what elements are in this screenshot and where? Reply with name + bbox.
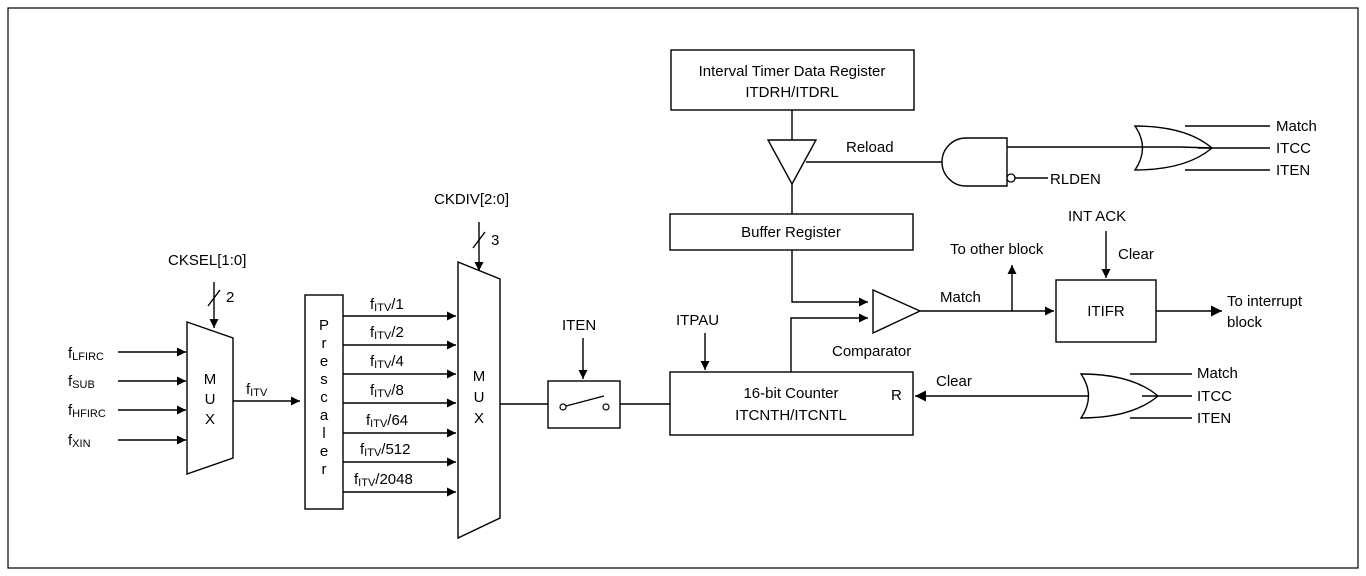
reload-or-input-2: ITCC bbox=[1276, 140, 1311, 157]
divider-output-2: fITV/2 bbox=[370, 324, 404, 342]
divider-select-mux-label-3: X bbox=[474, 410, 484, 427]
fitv-signal: fITV bbox=[233, 381, 300, 406]
clear-or-gate bbox=[1079, 373, 1160, 419]
clock-select-mux-label-3: X bbox=[205, 411, 215, 428]
to-other-block-label: To other block bbox=[950, 241, 1044, 258]
clear-or-input-3: ITEN bbox=[1197, 410, 1231, 427]
buffer-register-block: Buffer Register bbox=[669, 213, 914, 251]
buffer-register-label: Buffer Register bbox=[741, 224, 841, 241]
prescaler-block: P r e s c a l e r bbox=[304, 294, 344, 510]
data-register-name: ITDRH/ITDRL bbox=[745, 84, 838, 101]
prescaler-letter-2: r bbox=[322, 335, 327, 352]
divider-outputs: fITV/1 fITV/2 fITV/4 fITV/8 fITV/64 fITV… bbox=[343, 296, 456, 497]
itifr-clear-label: Clear bbox=[1118, 246, 1154, 263]
divider-select-mux-label-1: M bbox=[473, 368, 486, 385]
buffer-to-comparator-wire bbox=[791, 250, 868, 307]
cksel-select: CKSEL[1:0] 2 bbox=[168, 252, 246, 328]
iten-switch-label: ITEN bbox=[562, 317, 596, 334]
clear-or-input-1: Match bbox=[1197, 365, 1238, 382]
int-ack-label: INT ACK bbox=[1068, 208, 1126, 225]
clear-or-input-2: ITCC bbox=[1197, 388, 1232, 405]
counter-title: 16-bit Counter bbox=[743, 385, 838, 402]
clock-inputs: fLFIRC fSUB fHFIRC fXIN bbox=[68, 345, 186, 450]
comparator-label: Comparator bbox=[832, 343, 911, 360]
divider-select-mux-label-2: U bbox=[474, 389, 485, 406]
clock-select-mux-label-2: U bbox=[205, 391, 216, 408]
divider-output-6: fITV/512 bbox=[360, 441, 411, 459]
ckdiv-select: CKDIV[2:0] 3 bbox=[434, 191, 509, 271]
ckdiv-label: CKDIV[2:0] bbox=[434, 191, 509, 208]
counter-to-comparator-wire bbox=[790, 313, 868, 372]
to-interrupt-label-1: To interrupt bbox=[1227, 293, 1303, 310]
data-register-block: Interval Timer Data Register ITDRH/ITDRL bbox=[670, 49, 915, 111]
data-register-title: Interval Timer Data Register bbox=[699, 63, 886, 80]
rlden-label: RLDEN bbox=[1050, 171, 1101, 188]
prescaler-letter-5: c bbox=[320, 389, 328, 406]
comparator: Comparator bbox=[832, 288, 922, 360]
clock-select-mux: M U X bbox=[186, 321, 234, 475]
counter-block: 16-bit Counter ITCNTH/ITCNTL R bbox=[669, 371, 914, 436]
clock-input-lfirc-label: fLFIRC bbox=[68, 345, 104, 363]
prescaler-letter-3: e bbox=[320, 353, 328, 370]
fitv-label: fITV bbox=[246, 381, 268, 399]
divider-output-7: fITV/2048 bbox=[354, 471, 413, 489]
clock-select-mux-label-1: M bbox=[204, 371, 217, 388]
itifr-label: ITIFR bbox=[1087, 303, 1125, 320]
counter-clear-label: Clear bbox=[936, 373, 972, 390]
divider-output-5: fITV/64 bbox=[366, 412, 408, 430]
prescaler-letter-8: e bbox=[320, 443, 328, 460]
divider-output-1: fITV/1 bbox=[370, 296, 404, 314]
reload-or-gate bbox=[1133, 125, 1214, 171]
counter-register: ITCNTH/ITCNTL bbox=[735, 407, 847, 424]
iten-switch: ITEN bbox=[547, 317, 621, 429]
reload-label: Reload bbox=[846, 139, 894, 156]
clock-input-sub-label: fSUB bbox=[68, 373, 95, 391]
cksel-width: 2 bbox=[226, 289, 234, 306]
prescaler-letter-4: s bbox=[320, 371, 328, 388]
reload-or-input-1: Match bbox=[1276, 118, 1317, 135]
clock-input-hfirc-label: fHFIRC bbox=[68, 402, 106, 420]
divider-output-4: fITV/8 bbox=[370, 382, 404, 400]
diagram-frame bbox=[7, 7, 1359, 569]
divider-output-3: fITV/4 bbox=[370, 353, 404, 371]
prescaler-letter-6: a bbox=[320, 407, 329, 424]
prescaler-letter-7: l bbox=[322, 425, 325, 442]
reload-buffer-triangle bbox=[766, 139, 818, 186]
match-label: Match bbox=[940, 289, 981, 306]
clock-input-xin-label: fXIN bbox=[68, 432, 91, 450]
to-interrupt-label-2: block bbox=[1227, 314, 1263, 331]
counter-reset-pin: R bbox=[891, 387, 902, 404]
itpau-label: ITPAU bbox=[676, 312, 719, 329]
ckdiv-width: 3 bbox=[491, 232, 499, 249]
cksel-label: CKSEL[1:0] bbox=[168, 252, 246, 269]
reload-and-gate bbox=[941, 137, 1016, 187]
itpau-input: ITPAU bbox=[676, 312, 719, 370]
divider-select-mux: M U X bbox=[457, 260, 501, 540]
itifr-block: ITIFR bbox=[1055, 279, 1157, 343]
prescaler-letter-9: r bbox=[322, 461, 327, 478]
prescaler-letter-1: P bbox=[319, 317, 329, 334]
reload-or-input-3: ITEN bbox=[1276, 162, 1310, 179]
